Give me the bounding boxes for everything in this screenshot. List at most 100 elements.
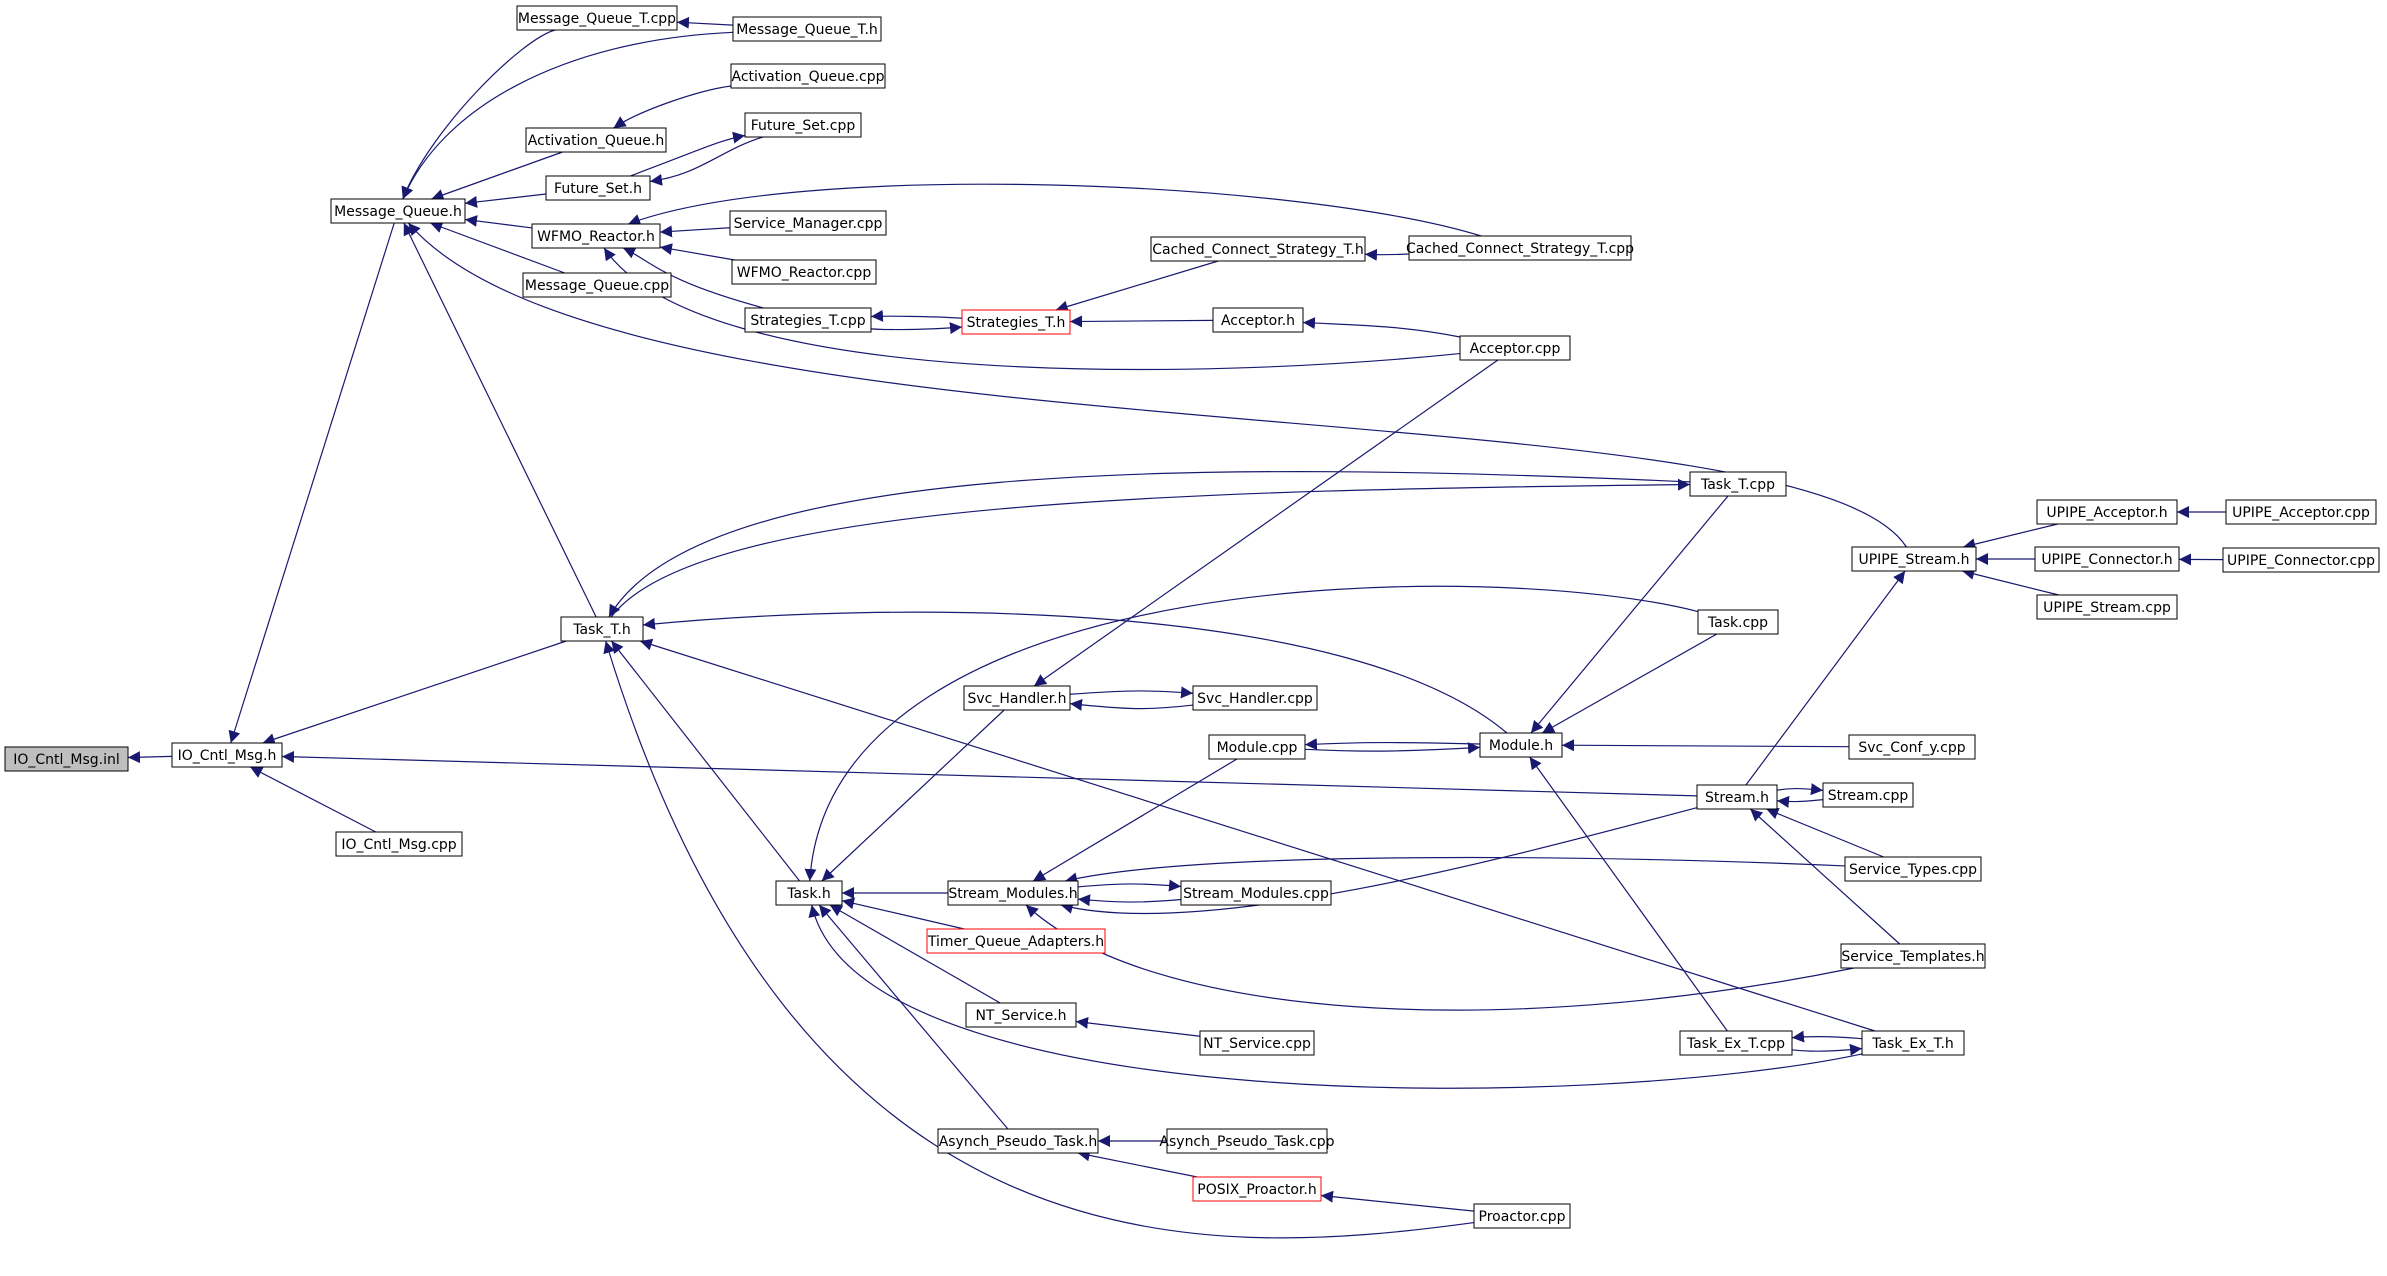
edge-message_queue_t_h-to-message_queue_h (402, 31, 734, 200)
node-io-cntl-msg-inl: IO_Cntl_Msg.inl (4, 746, 129, 772)
node-module-cpp[interactable]: Module.cpp (1208, 734, 1306, 760)
edge-proactor_cpp-to-posix_proactor_h (1320, 1190, 1475, 1212)
edge-task_ex_t_h-to-task_t_h (639, 638, 1876, 1032)
node-upipe-stream-cpp[interactable]: UPIPE_Stream.cpp (2036, 594, 2178, 620)
node-upipe-connector-cpp[interactable]: UPIPE_Connector.cpp (2222, 547, 2380, 573)
node-nt-service-h[interactable]: NT_Service.h (965, 1002, 1077, 1028)
edge-stream_cpp-to-stream_h (1776, 795, 1824, 808)
node-label: WFMO_Reactor.cpp (737, 265, 872, 281)
node-box (2036, 499, 2178, 525)
node-task-h[interactable]: Task.h (775, 880, 843, 906)
node-acceptor-h[interactable]: Acceptor.h (1212, 307, 1304, 333)
node-stream-cpp[interactable]: Stream.cpp (1822, 782, 1914, 808)
node-future-set-h[interactable]: Future_Set.h (545, 175, 651, 201)
node-label: Activation_Queue.cpp (731, 69, 884, 85)
edge-acceptor_cpp-to-acceptor_h (1302, 317, 1461, 338)
node-box (744, 307, 872, 333)
node-label: Svc_Handler.h (967, 691, 1066, 707)
node-task-t-cpp[interactable]: Task_T.cpp (1689, 471, 1787, 497)
node-io-cntl-msg-cpp[interactable]: IO_Cntl_Msg.cpp (335, 831, 463, 857)
node-label: Stream.cpp (1828, 788, 1909, 804)
node-message-queue-t-h[interactable]: Message_Queue_T.h (732, 16, 882, 42)
node-box (1689, 471, 1787, 497)
node-label: Service_Manager.cpp (734, 216, 883, 232)
node-message-queue-t-cpp[interactable]: Message_Queue_T.cpp (516, 5, 678, 31)
node-box (963, 685, 1071, 711)
node-strategies-t-h[interactable]: Strategies_T.h (961, 309, 1071, 335)
node-label: Task_T.h (572, 622, 630, 638)
edge-acceptor_cpp-to-wfmo_reactor_h (603, 247, 1461, 371)
node-label: Cached_Connect_Strategy_T.h (1152, 242, 1364, 258)
node-svc-handler-cpp[interactable]: Svc_Handler.cpp (1192, 685, 1318, 711)
node-future-set-cpp[interactable]: Future_Set.cpp (744, 112, 862, 138)
node-upipe-acceptor-cpp[interactable]: UPIPE_Acceptor.cpp (2225, 499, 2377, 525)
node-box (2034, 546, 2180, 572)
node-label: Task.cpp (1707, 615, 1768, 631)
node-upipe-connector-h[interactable]: UPIPE_Connector.h (2034, 546, 2180, 572)
node-box (1166, 1128, 1328, 1154)
node-box (335, 831, 463, 857)
node-upipe-acceptor-h[interactable]: UPIPE_Acceptor.h (2036, 499, 2178, 525)
node-box (1696, 784, 1778, 810)
edge-message_queue_t_cpp-to-message_queue_h (401, 29, 556, 200)
node-strategies-t-cpp[interactable]: Strategies_T.cpp (744, 307, 872, 333)
node-upipe-stream-h[interactable]: UPIPE_Stream.h (1851, 546, 1977, 572)
node-message-queue-cpp[interactable]: Message_Queue.cpp (522, 272, 672, 298)
node-activation-queue-h[interactable]: Activation_Queue.h (525, 127, 667, 153)
node-svc-conf-y-cpp[interactable]: Svc_Conf_y.cpp (1848, 734, 1976, 760)
node-label: IO_Cntl_Msg.inl (13, 752, 120, 768)
node-stream-modules-cpp[interactable]: Stream_Modules.cpp (1180, 880, 1332, 906)
node-cached-connect-strategy-t-h[interactable]: Cached_Connect_Strategy_T.h (1150, 236, 1366, 262)
node-stream-h[interactable]: Stream.h (1696, 784, 1778, 810)
node-acceptor-cpp[interactable]: Acceptor.cpp (1459, 335, 1571, 361)
node-service-templates-h[interactable]: Service_Templates.h (1840, 943, 1986, 969)
node-message-queue-h[interactable]: Message_Queue.h (330, 198, 466, 224)
node-box (1844, 856, 1982, 882)
edge-strategies_t_h-to-strategies_t_cpp (870, 309, 963, 322)
node-box (1679, 1030, 1793, 1056)
edge-future_set_h-to-future_set_cpp (630, 131, 746, 177)
node-nt-service-cpp[interactable]: NT_Service.cpp (1199, 1030, 1315, 1056)
node-label: Activation_Queue.h (528, 133, 664, 149)
node-stream-modules-h[interactable]: Stream_Modules.h (947, 880, 1079, 906)
node-box (560, 616, 644, 642)
edge-upipe_acceptor_h-to-upipe_stream_h (1963, 523, 2058, 550)
node-label: Task_Ex_T.cpp (1686, 1036, 1785, 1052)
node-label: Svc_Handler.cpp (1197, 691, 1313, 707)
node-timer-queue-adapters-h[interactable]: Timer_Queue_Adapters.h (926, 928, 1106, 954)
node-wfmo-reactor-cpp[interactable]: WFMO_Reactor.cpp (731, 259, 877, 285)
edge-timer_queue_adapters_h-to-task_h (841, 897, 965, 930)
node-label: Timer_Queue_Adapters.h (927, 934, 1104, 950)
node-asynch-pseudo-task-h[interactable]: Asynch_Pseudo_Task.h (937, 1128, 1099, 1154)
node-box (1861, 1030, 1965, 1056)
node-box (1851, 546, 1977, 572)
node-layer: IO_Cntl_Msg.inl IO_Cntl_Msg.hIO_Cntl_Msg.… (4, 5, 2380, 1229)
node-task-ex-t-cpp[interactable]: Task_Ex_T.cpp (1679, 1030, 1793, 1056)
edge-module_cpp-to-module_h (1304, 742, 1481, 755)
node-activation-queue-cpp[interactable]: Activation_Queue.cpp (730, 63, 886, 89)
node-task-ex-t-h[interactable]: Task_Ex_T.h (1861, 1030, 1965, 1056)
node-label: Stream_Modules.h (948, 886, 1077, 902)
node-service-types-cpp[interactable]: Service_Types.cpp (1844, 856, 1982, 882)
edge-proactor_cpp-to-task_t_h (603, 640, 1475, 1239)
edge-svc_conf_y_cpp-to-module_h (1561, 739, 1850, 752)
node-label: IO_Cntl_Msg.h (178, 748, 277, 764)
node-svc-handler-h[interactable]: Svc_Handler.h (963, 685, 1071, 711)
node-cached-connect-strategy-t-cpp[interactable]: Cached_Connect_Strategy_T.cpp (1406, 235, 1634, 261)
node-label: Asynch_Pseudo_Task.cpp (1159, 1134, 1334, 1150)
node-asynch-pseudo-task-cpp[interactable]: Asynch_Pseudo_Task.cpp (1159, 1128, 1335, 1154)
node-task-t-h[interactable]: Task_T.h (560, 616, 644, 642)
node-io-cntl-msg-h[interactable]: IO_Cntl_Msg.h (171, 742, 283, 768)
node-service-manager-cpp[interactable]: Service_Manager.cpp (729, 210, 887, 236)
edge-message_queue_cpp-to-message_queue_h (430, 221, 565, 274)
edge-task_t_h-to-io_cntl_msg_h (262, 640, 567, 745)
node-proactor-cpp[interactable]: Proactor.cpp (1473, 1203, 1571, 1229)
node-module-h[interactable]: Module.h (1479, 732, 1563, 758)
edge-upipe_stream_h-to-message_queue_h (407, 222, 1907, 548)
node-task-cpp[interactable]: Task.cpp (1697, 609, 1779, 635)
node-posix-proactor-h[interactable]: POSIX_Proactor.h (1192, 1176, 1322, 1202)
edge-service_types_cpp-to-stream_modules_h (1065, 856, 1846, 885)
node-wfmo-reactor-h[interactable]: WFMO_Reactor.h (531, 223, 661, 249)
edge-stream_h-to-stream_modules_h (1060, 807, 1698, 915)
